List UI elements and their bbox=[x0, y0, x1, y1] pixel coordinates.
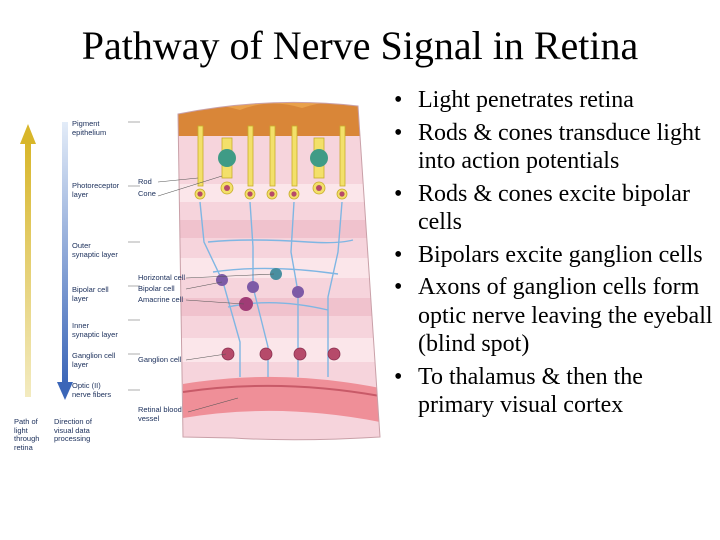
slide-title: Pathway of Nerve Signal in Retina bbox=[81, 23, 639, 68]
label-pigment-epithelium: Pigment epithelium bbox=[72, 119, 107, 137]
light-path-arrow bbox=[20, 124, 36, 397]
label-leaders bbox=[157, 175, 275, 413]
legend-light-path: Path of light through retina bbox=[14, 417, 40, 452]
bullet-list: • Light penetrates retina • Rods & cones t… bbox=[392, 86, 718, 424]
label-cone: Cone bbox=[138, 189, 156, 198]
bullet-item: • Bipolars excite ganglion cells bbox=[392, 241, 718, 270]
label-horizontal-cell: Horizontal cell bbox=[138, 273, 186, 282]
label-retinal-blood-vessel: Retinal blood vessel bbox=[138, 405, 182, 423]
label-bipolar-cell: Bipolar cell bbox=[138, 284, 175, 293]
bullet-text: To thalamus & then the primary visual co… bbox=[418, 363, 643, 419]
bullet-item: • Rods & cones transduce light into actio… bbox=[392, 119, 718, 176]
bullet-dot: • bbox=[394, 180, 403, 207]
bullet-dot: • bbox=[394, 274, 403, 300]
ganglion-cells bbox=[221, 347, 341, 361]
bullet-item: • To thalamus & then the primary visual c… bbox=[392, 363, 718, 420]
bullet-dot: • bbox=[394, 363, 403, 390]
bullet-text: Bipolars excite ganglion cells bbox=[418, 241, 703, 268]
label-optic-nerve-fibers: Optic (II) nerve fibers bbox=[72, 381, 112, 399]
label-inner-synaptic-layer: Inner synaptic layer bbox=[72, 321, 118, 339]
bullet-item: • Rods & cones excite bipolar cells bbox=[392, 180, 718, 237]
label-photoreceptor-layer: Photoreceptor layer bbox=[72, 181, 120, 199]
label-bipolar-cell-layer: Bipolar cell layer bbox=[72, 285, 109, 303]
bullet-item: • Light penetrates retina bbox=[392, 86, 718, 115]
bullet-dot: • bbox=[394, 87, 403, 113]
retina-illustration bbox=[20, 101, 381, 441]
retina-tissue bbox=[178, 102, 380, 440]
bullet-item: • Axons of ganglion cells form optic nerv… bbox=[392, 273, 718, 359]
label-outer-synaptic-layer: Outer synaptic layer bbox=[72, 241, 118, 259]
layer-ticks bbox=[128, 121, 140, 391]
photoreceptor-nuclei bbox=[197, 185, 345, 197]
label-rod: Rod bbox=[138, 177, 152, 186]
bullet-text: Light penetrates retina bbox=[418, 87, 634, 113]
legend-data-direction: Direction of visual data processing bbox=[54, 417, 92, 443]
retina-diagram: Pigment epithelium Photoreceptor layer O… bbox=[8, 92, 388, 540]
data-direction-arrow bbox=[57, 122, 73, 400]
bullet-text: Rods & cones transduce light into action… bbox=[418, 119, 701, 175]
bullet-dot: • bbox=[394, 119, 403, 146]
bullet-text: Rods & cones excite bipolar cells bbox=[418, 180, 690, 236]
bullet-text: Axons of ganglion cells form optic nerve… bbox=[418, 274, 713, 357]
label-ganglion-cell: Ganglion cell bbox=[138, 355, 182, 364]
cone-outer-segments bbox=[218, 149, 328, 167]
bipolar-cells bbox=[216, 268, 304, 311]
label-ganglion-cell-layer: Ganglion cell layer bbox=[72, 351, 116, 369]
bullet-dot: • bbox=[394, 241, 403, 268]
label-amacrine-cell: Amacrine cell bbox=[138, 295, 184, 304]
